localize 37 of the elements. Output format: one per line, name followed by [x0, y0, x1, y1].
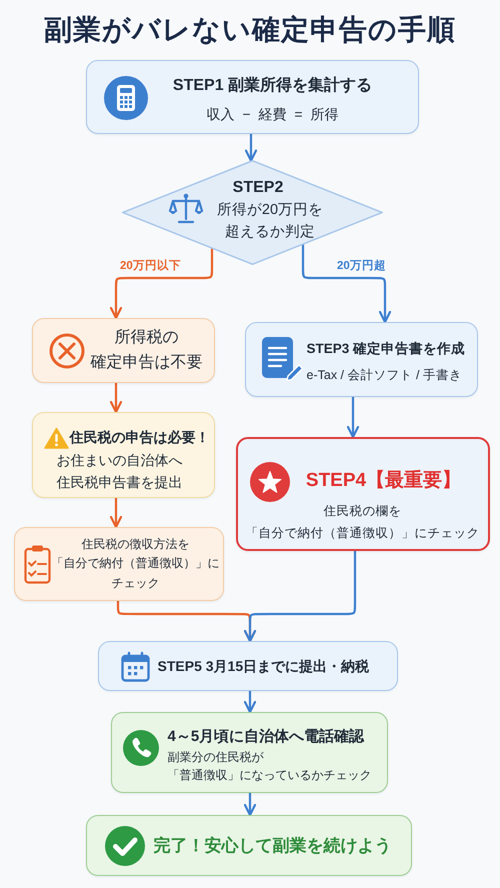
step-text: e-Tax / 会計ソフト / 手書き [306, 366, 463, 384]
step-text: 住民税の欄を「自分で納付（普通徴収）」にチェック [244, 502, 480, 542]
highlight-box [236, 437, 490, 551]
arrow [244, 792, 256, 816]
arrow [302, 244, 392, 324]
arrow [110, 496, 122, 528]
arrow [110, 382, 122, 414]
step-title: STEP2 [232, 178, 284, 198]
arrow [346, 396, 360, 438]
process-box [32, 412, 215, 498]
process-box [245, 322, 478, 397]
step-title: 住民税の申告は必要！ [70, 428, 210, 446]
step-text: 収入 − 経費 = 所得 [206, 104, 340, 124]
result-box [86, 815, 412, 876]
step-text: STEP5 3月15日までに提出・納税 [158, 656, 370, 676]
process-box [111, 712, 388, 793]
arrow [110, 248, 214, 320]
arrow [244, 690, 256, 714]
step-title: STEP4【最重要】 [304, 468, 462, 492]
step-text: 所得が20万円を超えるか判定 [216, 201, 324, 242]
process-box [98, 641, 398, 691]
step-text: 所得税の確定申告は不要 [90, 328, 204, 372]
edge-label: 20万円以下 [118, 259, 183, 274]
step-title: STEP3 確定申告書を作成 [306, 340, 466, 358]
step-text: 副業分の住民税が「普通徴収」になっているかチェック [168, 748, 372, 784]
process-box [14, 527, 224, 601]
arrow [244, 132, 258, 162]
step-text: お住まいの自治体へ住民税申告書を提出 [56, 450, 184, 492]
step-title: 4～5月頃に自治体へ電話確認 [168, 726, 366, 746]
step-title: STEP1 副業所得を集計する [172, 75, 374, 96]
step-text: 住民税の徴収方法を「自分で納付（普通徴収）」にチェック [52, 536, 220, 592]
diagram-title: 副業がバレない確定申告の手順 [43, 13, 457, 47]
arrow [244, 550, 356, 642]
edge-label: 20万円超 [335, 259, 388, 274]
step-text: 完了！安心して副業を続けよう [154, 834, 392, 856]
process-box [32, 318, 215, 383]
process-box [86, 60, 419, 134]
